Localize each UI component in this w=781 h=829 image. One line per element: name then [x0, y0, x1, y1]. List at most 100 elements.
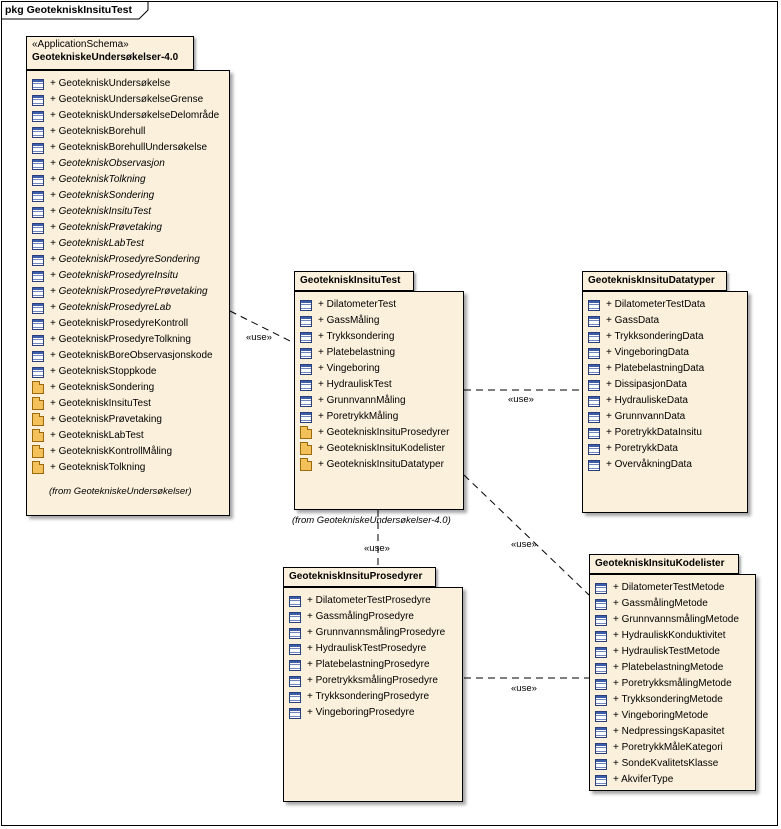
- class-item[interactable]: + GeotekniskPrøvetaking: [32, 220, 219, 236]
- class-icon: [289, 611, 301, 623]
- class-item[interactable]: + HydrauliskKonduktivitet: [595, 628, 739, 644]
- class-icon: [32, 350, 44, 362]
- item-label: + OvervåkningData: [606, 459, 692, 470]
- package-item[interactable]: + GeotekniskSondering: [32, 380, 219, 396]
- class-item[interactable]: + GrunnvannData: [588, 409, 705, 425]
- class-icon: [588, 443, 600, 455]
- class-item[interactable]: + DilatometerTestMetode: [595, 580, 739, 596]
- class-item[interactable]: + TrykksonderingData: [588, 329, 705, 345]
- package-item[interactable]: + GeotekniskLabTest: [32, 428, 219, 444]
- class-item[interactable]: + GeotekniskObservasjon: [32, 156, 219, 172]
- item-label: + GeotekniskInsituTest: [50, 398, 151, 409]
- class-item[interactable]: + PoretrykksmålingMetode: [595, 676, 739, 692]
- package-item[interactable]: + GeotekniskInsituKodelister: [300, 441, 449, 457]
- class-item[interactable]: + PoretrykkMåleKategori: [595, 740, 739, 756]
- class-item[interactable]: + VingeboringMetode: [595, 708, 739, 724]
- item-label: + PoretrykkMåleKategori: [613, 742, 723, 753]
- class-item[interactable]: + PlatebelastningProsedyre: [289, 657, 445, 673]
- class-item[interactable]: + HydrauliskTestProsedyre: [289, 641, 445, 657]
- class-item[interactable]: + DilatometerTest: [300, 297, 449, 313]
- item-label: + GeotekniskProsedyreSondering: [50, 254, 200, 265]
- class-item[interactable]: + HydrauliskeData: [588, 393, 705, 409]
- class-item[interactable]: + GeotekniskTolkning: [32, 172, 219, 188]
- item-label: + GeotekniskInsituTest: [50, 206, 152, 217]
- package-item[interactable]: + GeotekniskKontrollMåling: [32, 444, 219, 460]
- class-item[interactable]: + PoretrykkDataInsitu: [588, 425, 705, 441]
- item-label: + SondeKvalitetsKlasse: [613, 758, 719, 769]
- class-item[interactable]: + GeotekniskProsedyreSondering: [32, 252, 219, 268]
- package-item[interactable]: + GeotekniskInsituDatatyper: [300, 457, 449, 473]
- class-icon: [300, 315, 312, 327]
- class-item[interactable]: + PoretrykksmålingProsedyre: [289, 673, 445, 689]
- package-item[interactable]: + GeotekniskTolkning: [32, 460, 219, 476]
- class-item[interactable]: + GeotekniskProsedyrePrøvetaking: [32, 284, 219, 300]
- class-item[interactable]: + SondeKvalitetsKlasse: [595, 756, 739, 772]
- class-item[interactable]: + GeotekniskBorehull: [32, 124, 219, 140]
- class-item[interactable]: + GeotekniskUndersøkelse: [32, 76, 219, 92]
- class-item[interactable]: + GassData: [588, 313, 705, 329]
- class-item[interactable]: + TrykksonderingProsedyre: [289, 689, 445, 705]
- item-label: + Trykksondering: [318, 331, 395, 342]
- class-item[interactable]: + GrunnvannMåling: [300, 393, 449, 409]
- class-item[interactable]: + HydrauliskTestMetode: [595, 644, 739, 660]
- item-label: + GassMåling: [318, 315, 380, 326]
- class-icon: [595, 614, 607, 626]
- item-label: + GeotekniskObservasjon: [50, 158, 165, 169]
- class-item[interactable]: + OvervåkningData: [588, 457, 705, 473]
- class-item[interactable]: + GeotekniskSondering: [32, 188, 219, 204]
- class-item[interactable]: + Trykksondering: [300, 329, 449, 345]
- item-label: + GeotekniskInsituKodelister: [318, 443, 446, 454]
- item-label: + TrykksonderingProsedyre: [307, 691, 430, 702]
- class-item[interactable]: + TrykksonderingMetode: [595, 692, 739, 708]
- class-item[interactable]: + GeotekniskBorehullUndersøkelse: [32, 140, 219, 156]
- class-item[interactable]: + Platebelastning: [300, 345, 449, 361]
- class-item[interactable]: + Vingeboring: [300, 361, 449, 377]
- package-contents-list: + DilatometerTestMetode+ GassmålingMetod…: [595, 580, 739, 788]
- class-item[interactable]: + GeotekniskLabTest: [32, 236, 219, 252]
- item-label: + GeotekniskLabTest: [50, 238, 144, 249]
- class-item[interactable]: + GeotekniskProsedyreKontroll: [32, 316, 219, 332]
- class-item[interactable]: + GeotekniskInsituTest: [32, 204, 219, 220]
- package-name: GeotekniskInsituDatatyper: [588, 275, 715, 286]
- class-item[interactable]: + NedpressingsKapasitet: [595, 724, 739, 740]
- class-item[interactable]: + GeotekniskProsedyreLab: [32, 300, 219, 316]
- class-icon: [588, 299, 600, 311]
- class-item[interactable]: + VingeboringProsedyre: [289, 705, 445, 721]
- class-icon: [32, 238, 44, 250]
- class-item[interactable]: + DilatometerTestData: [588, 297, 705, 313]
- package-item[interactable]: + GeotekniskInsituProsedyrer: [300, 425, 449, 441]
- class-item[interactable]: + PoretrykkMåling: [300, 409, 449, 425]
- class-item[interactable]: + PlatebelastningData: [588, 361, 705, 377]
- use-connector-kodelister[interactable]: [463, 474, 590, 596]
- package-tab: «ApplicationSchema» GeotekniskeUndersøke…: [26, 36, 194, 70]
- package-body: + DilatometerTestData+ GassData+ Trykkso…: [582, 291, 748, 513]
- class-item[interactable]: + GassmålingMetode: [595, 596, 739, 612]
- package-item[interactable]: + GeotekniskInsituTest: [32, 396, 219, 412]
- class-item[interactable]: + AkviferType: [595, 772, 739, 788]
- class-item[interactable]: + GeotekniskProsedyreInsitu: [32, 268, 219, 284]
- package-icon: [32, 461, 44, 474]
- class-item[interactable]: + PoretrykkData: [588, 441, 705, 457]
- class-item[interactable]: + GrunnvannsmålingProsedyre: [289, 625, 445, 641]
- class-item[interactable]: + DissipasjonData: [588, 377, 705, 393]
- class-icon: [300, 347, 312, 359]
- class-item[interactable]: + DilatometerTestProsedyre: [289, 593, 445, 609]
- package-item[interactable]: + GeotekniskPrøvetaking: [32, 412, 219, 428]
- item-label: + GeotekniskPrøvetaking: [50, 222, 162, 233]
- class-item[interactable]: + GeotekniskUndersøkelseGrense: [32, 92, 219, 108]
- stereotype-label: «ApplicationSchema»: [32, 39, 129, 50]
- item-label: + NedpressingsKapasitet: [613, 726, 725, 737]
- item-label: + PlatebelastningProsedyre: [307, 659, 430, 670]
- class-item[interactable]: + PlatebelastningMetode: [595, 660, 739, 676]
- class-item[interactable]: + GeotekniskProsedyreTolkning: [32, 332, 219, 348]
- class-item[interactable]: + GassmålingProsedyre: [289, 609, 445, 625]
- class-item[interactable]: + HydrauliskTest: [300, 377, 449, 393]
- class-item[interactable]: + GassMåling: [300, 313, 449, 329]
- item-label: + Vingeboring: [318, 363, 380, 374]
- class-item[interactable]: + GeotekniskBoreObservasjonskode: [32, 348, 219, 364]
- class-item[interactable]: + GrunnvannsmålingMetode: [595, 612, 739, 628]
- class-item[interactable]: + GeotekniskUndersøkelseDelområde: [32, 108, 219, 124]
- class-item[interactable]: + VingeboringData: [588, 345, 705, 361]
- class-item[interactable]: + GeotekniskStoppkode: [32, 364, 219, 380]
- item-label: + PoretrykksmålingMetode: [613, 678, 732, 689]
